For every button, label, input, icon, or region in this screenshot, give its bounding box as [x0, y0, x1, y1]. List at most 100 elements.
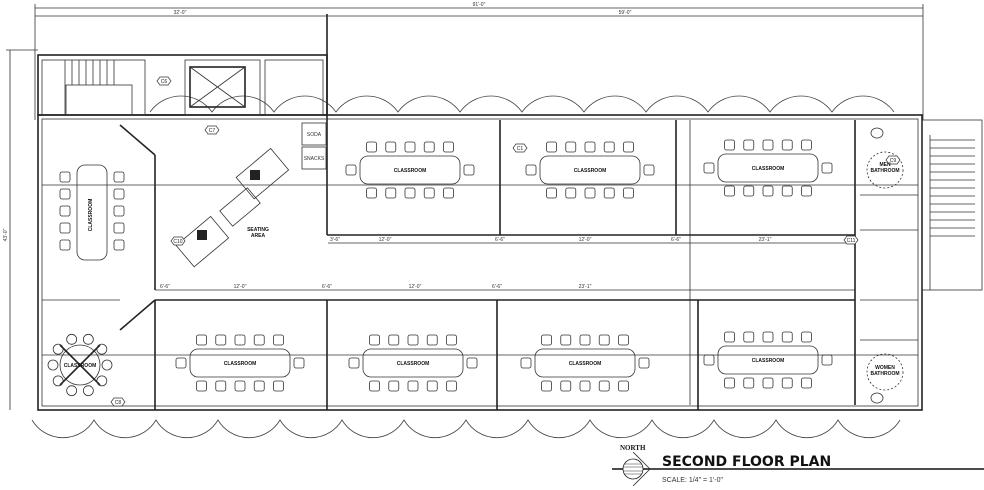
tag-marker: C6 [156, 76, 172, 86]
walls [37, 54, 983, 411]
chair [388, 334, 400, 346]
chair [565, 187, 577, 199]
chair [821, 354, 833, 366]
dim-right-segment: 59'-0" [619, 10, 632, 16]
tag-marker: C11 [843, 235, 859, 245]
chair [215, 334, 227, 346]
chair [762, 377, 774, 389]
classroom-table [703, 331, 833, 389]
chair [426, 380, 438, 392]
chair [801, 377, 812, 389]
chair [385, 187, 397, 199]
chair [520, 357, 532, 369]
chair [546, 141, 557, 153]
chair [96, 375, 108, 387]
tag-label: C11 [847, 238, 856, 244]
plan-title: SECOND FLOOR PLAN [662, 454, 831, 470]
chair [446, 380, 457, 392]
classroom-table [175, 334, 305, 392]
chair [801, 185, 812, 197]
tag-label: C8 [115, 400, 122, 406]
chair [423, 141, 435, 153]
chair [443, 187, 454, 199]
chair [618, 334, 629, 346]
chair [66, 333, 78, 345]
title-block: NORTH SECOND FLOOR PLAN SCALE: 1/4" = 1'… [612, 444, 984, 487]
classroom-table [345, 141, 475, 199]
classroom-label-round: CLASSROOM [64, 363, 97, 369]
plan-scale: SCALE: 1/4" = 1'-0" [662, 477, 723, 484]
chair [743, 185, 755, 197]
tag-label: C6 [161, 79, 168, 85]
chair [801, 331, 812, 343]
chair [47, 359, 59, 371]
chair [525, 164, 537, 176]
chair [404, 187, 416, 199]
chair [369, 334, 380, 346]
dim-row-bottom: 23'-1" [579, 284, 592, 290]
chair [603, 187, 615, 199]
classroom-label: CLASSROOM [752, 358, 785, 364]
dim-row-bottom: 6'-6" [492, 284, 502, 290]
chair [388, 380, 400, 392]
chair [584, 141, 596, 153]
chair [623, 141, 634, 153]
chair [743, 139, 755, 151]
chair [234, 380, 246, 392]
dim-row-bottom: 12'-0" [234, 284, 247, 290]
tag-label: C7 [209, 128, 216, 134]
tag-marker: C10 [170, 236, 186, 246]
tag-marker: C8 [110, 397, 126, 407]
soda-label: SODA [307, 132, 322, 138]
chair [724, 331, 735, 343]
chair [703, 162, 715, 174]
tag-label: C9 [890, 158, 897, 164]
chair [703, 354, 715, 366]
chair [369, 380, 380, 392]
chair [579, 380, 591, 392]
north-label: NORTH [620, 444, 646, 452]
revision-cloud [31, 95, 901, 439]
dim-row-top: 12'-0" [579, 237, 592, 243]
tag-marker: C1 [512, 143, 528, 153]
chair [215, 380, 227, 392]
chair [466, 357, 478, 369]
chair [801, 139, 812, 151]
snacks-label: SNACKS [304, 156, 325, 162]
chair [762, 139, 774, 151]
chair [565, 141, 577, 153]
dim-overall-depth: 43'-0" [3, 228, 9, 241]
classroom-label: CLASSROOM [224, 361, 257, 367]
classroom-label: CLASSROOM [574, 168, 607, 174]
tag-marker: C7 [204, 125, 220, 135]
tag-label: C1 [517, 146, 524, 152]
classroom-table [520, 334, 650, 392]
chair [541, 380, 552, 392]
seating-area-label-1: SEATING [247, 227, 269, 233]
chair [781, 377, 793, 389]
chair [175, 357, 187, 369]
chair [66, 385, 78, 397]
chair [560, 334, 572, 346]
seating-area-label-2: AREA [251, 233, 266, 239]
dim-row-bottom: 12'-0" [409, 284, 422, 290]
classroom-table [703, 139, 833, 197]
chair [82, 333, 94, 345]
chair [743, 331, 755, 343]
classroom-table [525, 141, 655, 199]
chair [762, 185, 774, 197]
classroom-label-left: CLASSROOM [88, 199, 94, 232]
chair [618, 380, 629, 392]
chair [253, 380, 265, 392]
chair [407, 334, 419, 346]
men-bathroom-label-2: BATHROOM [870, 168, 899, 174]
chair [638, 357, 650, 369]
women-bathroom-label-1: WOMEN [875, 365, 895, 371]
chair [781, 331, 793, 343]
chair [96, 343, 108, 355]
chair [196, 380, 207, 392]
chair [541, 334, 552, 346]
chair [443, 141, 454, 153]
classroom-table-left [59, 164, 125, 261]
